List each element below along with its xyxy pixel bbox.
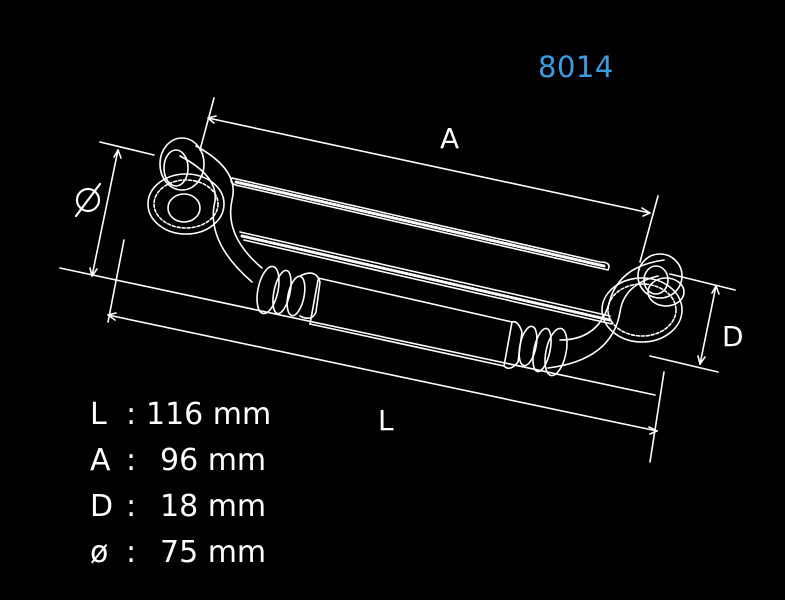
spec-value: 75 mm: [160, 535, 267, 570]
dia-arrow-bottom: [89, 267, 98, 277]
dia-arrow-top: [113, 149, 122, 159]
spec-value: 18 mm: [160, 489, 267, 524]
left-rosette: [147, 137, 225, 235]
center-bar-ends: [309, 279, 513, 367]
spec-value: 96 mm: [160, 443, 267, 478]
left-collar: [256, 265, 321, 320]
dim-l-extension-left: [107, 239, 125, 323]
spec-colon: :: [126, 489, 137, 524]
dim-d-arrow-bottom: [697, 355, 706, 365]
back-plate-beads-top: [234, 180, 606, 268]
spec-key: L: [90, 397, 107, 432]
dim-d-extension-bottom: [649, 355, 719, 373]
diameter-symbol-circle: [75, 187, 101, 213]
spec-value: 116 mm: [146, 397, 272, 432]
dim-d-arrow-top: [711, 285, 720, 295]
dim-d-line: [699, 285, 717, 365]
dim-a-arrow-left: [207, 115, 217, 124]
dim-l-extension-right: [649, 371, 665, 463]
product-code: 8014: [538, 50, 614, 84]
dimension-diameter: [74, 141, 155, 277]
spec-colon: :: [126, 443, 137, 478]
handle-outline: [147, 137, 685, 377]
dia-extension-top: [99, 141, 155, 156]
dim-d-label: D: [722, 320, 744, 353]
dimension-l: L: [59, 239, 665, 463]
spec-colon: :: [126, 397, 137, 432]
dim-l-line: [107, 314, 658, 432]
dim-a-extension-left: [199, 97, 215, 151]
dim-d-extension-top: [669, 273, 736, 291]
spec-colon: :: [126, 535, 137, 570]
spec-key: ø: [90, 535, 109, 570]
dim-l-arrow-left: [107, 312, 117, 321]
back-plate-bottom: [239, 231, 613, 325]
right-arm-inner: [547, 275, 659, 369]
spec-key: A: [90, 443, 111, 478]
dim-a-arrow-right: [641, 207, 651, 217]
dimension-d: D: [649, 273, 744, 373]
dim-a-label: A: [440, 122, 459, 155]
dia-line: [91, 149, 119, 277]
right-collar: [503, 320, 568, 377]
dim-l-arrow-right: [648, 426, 658, 435]
center-bar: [309, 277, 513, 367]
dim-a-line: [207, 117, 651, 214]
left-arm-inner: [179, 155, 253, 283]
spec-key: D: [90, 489, 114, 524]
dimension-a: A: [199, 97, 659, 263]
dim-a-extension-right: [639, 195, 659, 263]
left-arm-outer: [195, 145, 263, 269]
back-plate-beads-bottom: [240, 234, 612, 322]
diameter-symbol-slash: [74, 182, 102, 218]
dim-l-label: L: [378, 404, 394, 437]
right-arm-outer: [559, 259, 665, 341]
